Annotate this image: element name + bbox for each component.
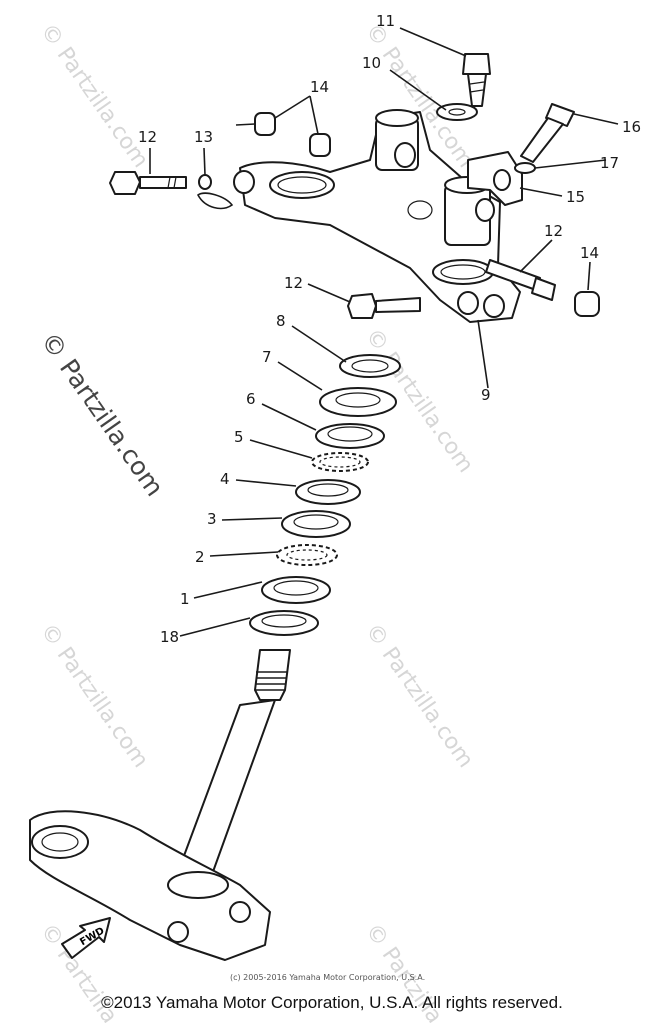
callout-5: 5 — [234, 428, 244, 446]
washer-13 — [196, 174, 234, 210]
ring-nut-8 — [339, 354, 401, 378]
diagram-copyright-small: (c) 2005-2016 Yamaha Motor Corporation, … — [230, 973, 425, 982]
callout-13: 13 — [194, 128, 213, 146]
steering-stem-lower-bracket — [29, 649, 291, 961]
callout-17: 17 — [600, 154, 619, 172]
callout-8: 8 — [276, 312, 286, 330]
callout-16: 16 — [622, 118, 641, 136]
nut-14-right — [574, 291, 600, 317]
race-3 — [281, 510, 351, 538]
watermark-text-faint: © Partzilla.com — [35, 619, 153, 772]
race-6 — [315, 423, 385, 449]
bolt-11 — [462, 53, 491, 107]
callout-2: 2 — [195, 548, 205, 566]
watermark-faint-5: © Partzilla.com — [360, 619, 478, 772]
fwd-arrow: FWD — [61, 917, 111, 959]
dust-seal-18 — [249, 610, 319, 636]
callout-14-top: 14 — [310, 78, 329, 96]
ball-bearings-2 — [276, 544, 338, 566]
race-4 — [295, 479, 361, 505]
callout-10: 10 — [362, 54, 381, 72]
callout-14-right: 14 — [580, 244, 599, 262]
callout-6: 6 — [246, 390, 256, 408]
ball-bearings-5 — [311, 452, 369, 472]
washer-7 — [319, 387, 397, 417]
nut-14-upper-left — [254, 112, 276, 136]
callout-12-right: 12 — [544, 222, 563, 240]
washer-17 — [514, 162, 536, 174]
watermark-faint-1: © Partzilla.com — [35, 19, 153, 172]
bolt-12-right — [485, 259, 556, 301]
leader-lines — [149, 27, 619, 637]
callout-12-left: 12 — [138, 128, 157, 146]
callout-12-middle: 12 — [284, 274, 303, 292]
washer-10 — [436, 103, 478, 121]
bolt-12-middle — [347, 293, 421, 319]
callout-9: 9 — [481, 386, 491, 404]
callout-4: 4 — [220, 470, 230, 488]
callout-7: 7 — [262, 348, 272, 366]
watermark-text-faint: © Partzilla.com — [35, 19, 153, 172]
bolt-12-left — [109, 171, 187, 195]
callout-15: 15 — [566, 188, 585, 206]
bolt-16 — [520, 103, 575, 163]
callout-3: 3 — [207, 510, 217, 528]
callout-1: 1 — [180, 590, 190, 608]
nut-14-upper — [309, 133, 331, 157]
watermark-main: © Partzilla.com — [35, 327, 169, 502]
race-1 — [261, 576, 331, 604]
callout-labels: 11 10 14 12 13 16 17 15 12 14 12 9 8 7 6… — [138, 12, 641, 646]
callout-11: 11 — [376, 12, 395, 30]
upper-bracket — [233, 109, 521, 323]
watermark-text-faint: © Partzilla.com — [360, 619, 478, 772]
copyright-footer: ©2013 Yamaha Motor Corporation, U.S.A. A… — [101, 993, 563, 1012]
clamp-15 — [467, 151, 523, 206]
callout-18: 18 — [160, 628, 179, 646]
watermark-faint-4: © Partzilla.com — [35, 619, 153, 772]
watermark-text: © Partzilla.com — [35, 327, 169, 502]
